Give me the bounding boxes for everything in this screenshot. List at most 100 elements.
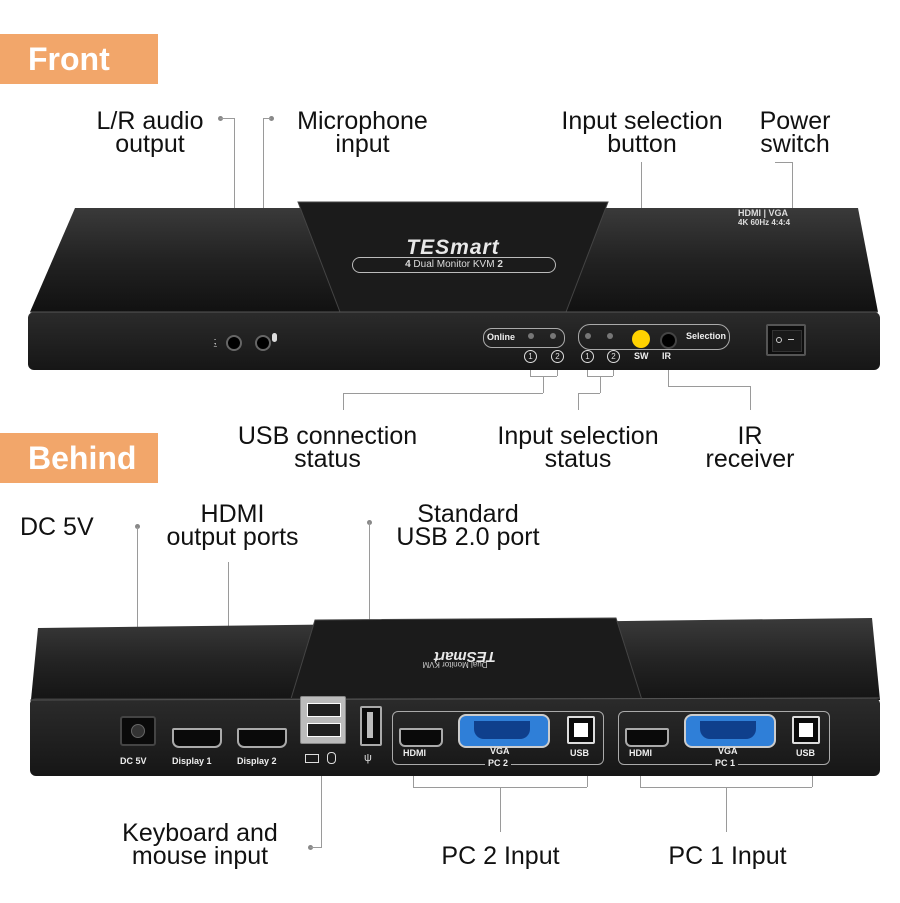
input-status-num-2: 2 <box>607 350 620 363</box>
microphone-icon <box>272 333 277 342</box>
usb-status-bracket-l <box>530 366 531 376</box>
usb-leader-v <box>369 522 370 702</box>
pc1-hdmi-label: HDMI <box>629 748 652 758</box>
pc2-bracket-r <box>587 775 588 787</box>
pc2-group-label: PC 2 <box>485 758 512 768</box>
display1-label: Display 1 <box>172 756 212 766</box>
input-status-leader-3 <box>578 393 579 410</box>
display2-label: Display 2 <box>237 756 277 766</box>
front-corner-spec-1: HDMI | VGA <box>738 208 789 218</box>
power-leader-h <box>775 162 792 163</box>
ir-receiver-window <box>660 332 677 349</box>
pc1-leader-v <box>726 787 727 832</box>
dc-jack-hole <box>131 724 145 738</box>
online-led-2 <box>550 333 556 339</box>
audio-output-jack[interactable] <box>226 335 242 351</box>
ir-leader-1 <box>668 366 669 386</box>
front-model-text: Dual Monitor KVM <box>413 259 495 270</box>
mic-input-jack[interactable] <box>255 335 271 351</box>
back-model-mirrored: Dual Monitor KVM <box>422 660 487 669</box>
usb-port-tongue <box>367 712 373 738</box>
back-dc-label: DC 5V <box>120 756 147 766</box>
pc1-hdmi-port[interactable] <box>625 728 669 747</box>
front-model-right-num: 2 <box>497 259 503 270</box>
input-status-leader-1 <box>600 376 601 393</box>
front-brand-logo: TESmart <box>406 236 500 259</box>
mouse-icon <box>327 752 336 764</box>
pc1-bracket-r <box>812 775 813 787</box>
pc1-input-label: PC 1 Input <box>668 842 787 870</box>
display2-hdmi-port[interactable] <box>237 728 287 748</box>
pc1-group-label: PC 1 <box>712 758 739 768</box>
mic-leader-h <box>263 118 271 119</box>
headphone-icon: ⍮ <box>212 336 219 348</box>
input-status-bracket-l <box>587 366 588 376</box>
pc2-vga-port[interactable] <box>458 714 550 748</box>
pc1-vga-inner <box>700 721 756 739</box>
pc2-usb-inner <box>574 723 588 737</box>
mic-leader-dot <box>269 116 274 121</box>
pc2-leader-v <box>500 787 501 832</box>
power-switch[interactable] <box>766 324 806 356</box>
dc-5v-label: DC 5V <box>20 513 94 541</box>
input-status-num-1: 1 <box>581 350 594 363</box>
power-rocker <box>772 330 802 352</box>
pc2-usb-port[interactable] <box>567 716 595 744</box>
display1-hdmi-port[interactable] <box>172 728 222 748</box>
dc-leader-dot <box>135 524 140 529</box>
behind-section-tag: Behind <box>0 433 158 483</box>
pc2-hdmi-label: HDMI <box>403 748 426 758</box>
pc1-usb-label: USB <box>796 748 816 758</box>
selection-led-2 <box>607 333 613 339</box>
front-corner-spec: HDMI | VGA 4K 60Hz 4:4:4 <box>738 208 833 228</box>
standard-usb-port[interactable] <box>360 706 382 746</box>
online-led-1 <box>528 333 534 339</box>
front-corner-spec-2: 4K 60Hz 4:4:4 <box>738 218 791 227</box>
dc-power-jack[interactable] <box>120 716 156 746</box>
online-label: Online <box>487 332 516 342</box>
pc2-usb-label: USB <box>570 748 590 758</box>
pc1-usb-port[interactable] <box>792 716 820 744</box>
input-selection-button[interactable] <box>632 330 650 348</box>
keyboard-icon <box>305 754 319 763</box>
input-status-bracket-r <box>613 366 614 376</box>
pc2-bracket-l <box>413 775 414 787</box>
keyboard-usb-port[interactable] <box>307 703 341 717</box>
front-section-tag: Front <box>0 34 158 84</box>
pc1-bracket-l <box>640 775 641 787</box>
front-model-left-num: 4 <box>405 259 411 270</box>
usb-status-num-1: 1 <box>524 350 537 363</box>
usb-status-bracket-r <box>557 366 558 376</box>
pc2-input-label: PC 2 Input <box>441 842 560 870</box>
selection-indicator-box <box>578 324 730 350</box>
selection-label: Selection <box>686 331 727 341</box>
pc1-usb-inner <box>799 723 813 737</box>
sw-label: SW <box>634 351 649 361</box>
usb-status-leader-2 <box>343 393 543 394</box>
usb-status-leader-3 <box>343 393 344 410</box>
ir-label: IR <box>662 351 671 361</box>
power-off-mark <box>776 337 782 343</box>
pc2-vga-label: VGA <box>490 746 510 756</box>
pc1-vga-port[interactable] <box>684 714 776 748</box>
back-brand-mirrored: TESmart <box>433 648 496 665</box>
mouse-usb-port[interactable] <box>307 723 341 737</box>
input-status-leader-2 <box>578 393 600 394</box>
front-model-strip: 4 Dual Monitor KVM 2 <box>352 257 556 273</box>
usb-status-leader-1 <box>543 376 544 393</box>
pc2-vga-inner <box>474 721 530 739</box>
keyboard-leader-h <box>310 847 321 848</box>
pc2-hdmi-port[interactable] <box>399 728 443 747</box>
usb-status-num-2: 2 <box>551 350 564 363</box>
back-face <box>30 698 880 776</box>
ir-leader-2 <box>668 386 750 387</box>
usb-trident-icon: ψ <box>364 752 372 764</box>
